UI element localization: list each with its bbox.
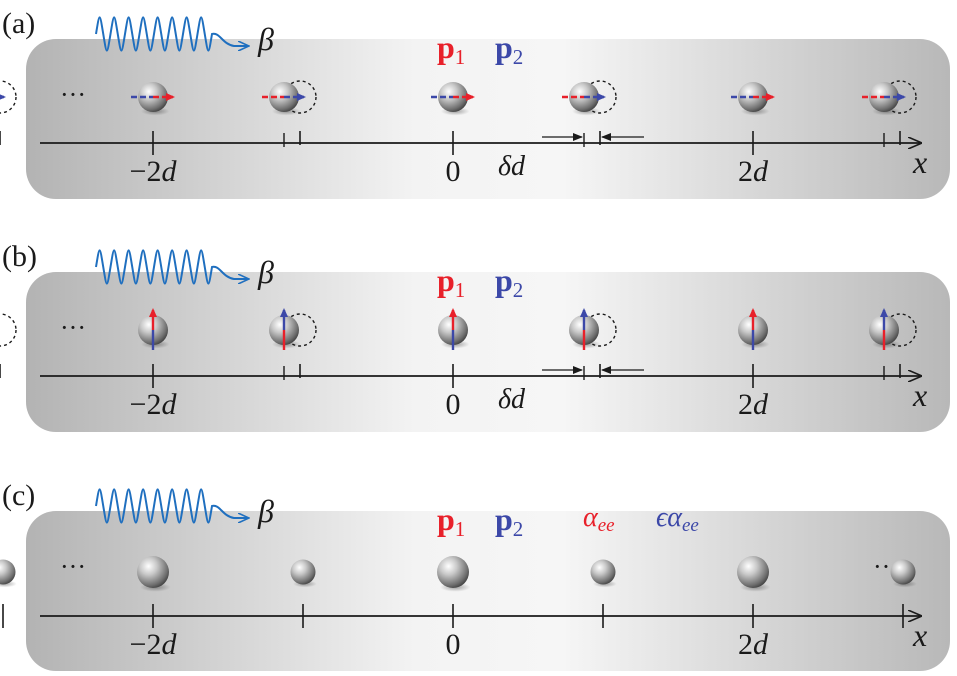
incident-wave — [95, 249, 248, 285]
p1-sub: 1 — [455, 517, 466, 541]
sphere-large — [737, 556, 769, 588]
p1-sub: 1 — [455, 45, 466, 69]
panel-label: (b) — [2, 240, 37, 273]
tick-label: 2d — [738, 155, 769, 188]
p2-label: p2 — [495, 262, 523, 302]
p2-main: p — [495, 501, 513, 537]
p2-label: p2 — [495, 501, 523, 541]
tick-d: d — [753, 388, 769, 421]
alpha-sub: ee — [598, 515, 615, 536]
axis-label: x — [912, 617, 927, 653]
sphere-small — [290, 559, 316, 585]
panel-label: (c) — [2, 479, 35, 512]
beta-label: β — [257, 21, 274, 57]
p1-sub: 1 — [455, 278, 466, 302]
ghost-site — [0, 80, 17, 114]
incident-wave — [95, 488, 248, 524]
p1-label: p1 — [437, 501, 465, 541]
alpha-main: α — [667, 502, 683, 533]
tick-d: d — [161, 155, 177, 188]
tick-num: −2 — [130, 388, 162, 421]
incident-wave — [95, 16, 248, 52]
p1-main: p — [437, 501, 455, 537]
p1-label: p1 — [437, 29, 465, 69]
alpha-main: α — [583, 502, 599, 533]
panel-background — [26, 511, 950, 671]
p1-label: p1 — [437, 262, 465, 302]
eps-prefix: ϵ — [656, 502, 669, 533]
beta-label: β — [257, 254, 274, 290]
particle-p2-shadow — [0, 110, 1, 113]
alpha-ee-label: αee — [583, 502, 615, 536]
tick-d: d — [753, 155, 769, 188]
delta-d-label: δd — [498, 151, 526, 182]
beta-label: β — [257, 493, 274, 529]
sphere-large — [137, 556, 169, 588]
p1-main: p — [437, 262, 455, 298]
ellipsis-left: ··· — [60, 552, 86, 581]
p1-main: p — [437, 29, 455, 65]
tick-label: −2d — [130, 155, 178, 188]
ellipsis-left: ··· — [60, 80, 86, 109]
eps-alpha-ee-label: ϵαee — [656, 502, 699, 536]
tick-num: −2 — [130, 628, 162, 661]
p2-sub: 2 — [513, 517, 524, 541]
p2-sub: 2 — [513, 45, 524, 69]
alpha-sub: ee — [682, 515, 699, 536]
axis-label: x — [912, 144, 927, 180]
particle-p2-shadow — [0, 343, 1, 346]
tick-label: −2d — [130, 628, 178, 661]
tick-label: 0 — [446, 155, 461, 188]
tick-num: 2 — [738, 155, 753, 188]
ghost-site — [0, 313, 17, 347]
tick-num: 2 — [738, 388, 753, 421]
p2-sub: 2 — [513, 278, 524, 302]
sphere-small — [590, 559, 616, 585]
tick-label: 2d — [738, 388, 769, 421]
panel-background — [26, 39, 950, 199]
tick-d: d — [753, 628, 769, 661]
tick-label: 0 — [446, 388, 461, 421]
tick-num: 2 — [738, 628, 753, 661]
panel-label: (a) — [2, 7, 35, 40]
tick-label: 2d — [738, 628, 769, 661]
tick-label: −2d — [130, 388, 178, 421]
tick-num: −2 — [130, 155, 162, 188]
panel-background — [26, 272, 950, 432]
p2-main: p — [495, 262, 513, 298]
p2-label: p2 — [495, 29, 523, 69]
tick-d: d — [161, 388, 177, 421]
sphere-small — [0, 559, 16, 585]
delta-d-label: δd — [498, 384, 526, 415]
tick-d: d — [161, 628, 177, 661]
panels-root: (a)βp1p2x······δd−4d−2d02d4d(b)βp1p2x···… — [0, 7, 950, 671]
sphere-large — [437, 556, 469, 588]
p2-main: p — [495, 29, 513, 65]
sphere-small — [890, 559, 916, 585]
tick-label: 0 — [446, 628, 461, 661]
ellipsis-left: ··· — [60, 313, 86, 342]
axis-label: x — [912, 377, 927, 413]
